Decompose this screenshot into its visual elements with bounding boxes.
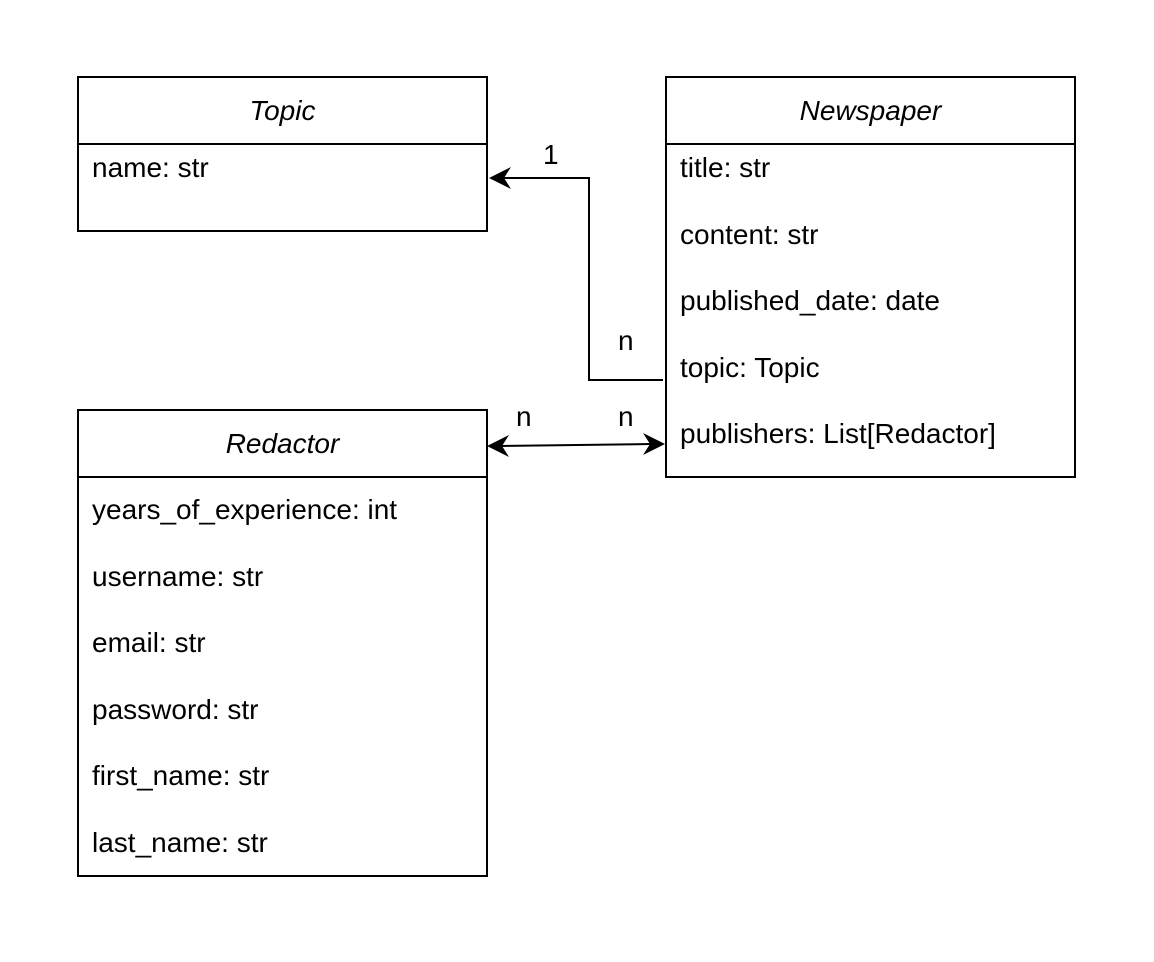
redactor-attribute: years_of_experience: int bbox=[92, 494, 398, 525]
redactor-end-arrowhead bbox=[487, 435, 509, 457]
newspaper-redactor-multiplicity-label: n bbox=[618, 401, 634, 432]
redactor-class-name: Redactor bbox=[79, 411, 486, 478]
redactor-attribute: username: str bbox=[92, 560, 264, 592]
newspaper-attribute: content: str bbox=[680, 218, 819, 250]
topic-multiplicity-label: 1 bbox=[543, 139, 559, 170]
newspaper-attribute: published_date: date bbox=[680, 285, 940, 316]
redactor-attribute: first_name: str bbox=[92, 760, 270, 791]
topic-class-box: Topic name: str bbox=[77, 76, 488, 232]
newspaper-attribute: title: str bbox=[680, 152, 771, 183]
newspaper-end-arrowhead bbox=[643, 433, 665, 455]
redactor-attribute: email: str bbox=[92, 627, 206, 658]
topic-class-name: Topic bbox=[79, 78, 486, 145]
newspaper-attribute: topic: Topic bbox=[680, 351, 820, 383]
newspaper-class-box: Newspaper title: str content: str publis… bbox=[665, 76, 1076, 478]
redactor-attribute: last_name: str bbox=[92, 826, 268, 858]
topic-attribute-list: name: str bbox=[79, 135, 486, 202]
topic-attribute: name: str bbox=[92, 152, 209, 183]
redactor-class-box: Redactor years_of_experience: int userna… bbox=[77, 409, 488, 877]
redactor-relation-line bbox=[499, 443, 652, 447]
newspaper-attribute-list: title: str content: str published_date: … bbox=[667, 135, 1074, 468]
redactor-multiplicity-label: n bbox=[516, 401, 532, 432]
topic-relation-arrowhead bbox=[489, 167, 511, 189]
redactor-attribute: password: str bbox=[92, 693, 259, 725]
topic-relation-line bbox=[492, 177, 663, 381]
newspaper-topic-multiplicity-label: n bbox=[618, 325, 634, 356]
newspaper-attribute: publishers: List[Redactor] bbox=[680, 418, 996, 449]
newspaper-class-name: Newspaper bbox=[667, 78, 1074, 145]
redactor-attribute-list: years_of_experience: int username: str e… bbox=[79, 477, 486, 876]
